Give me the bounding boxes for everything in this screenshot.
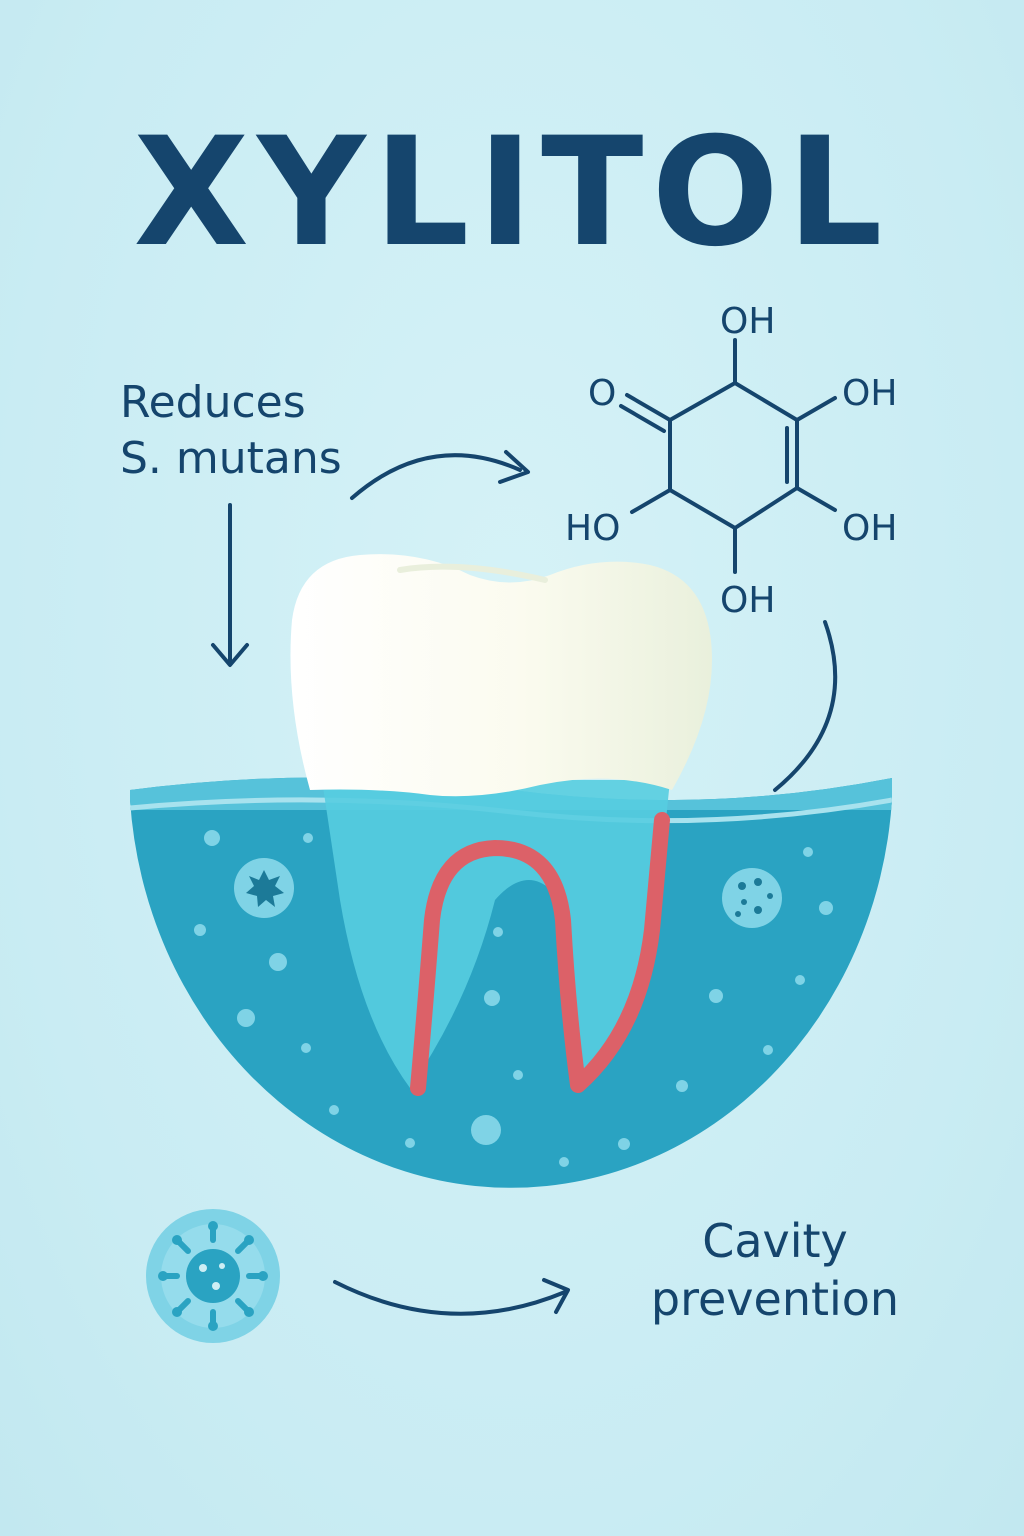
virus-icon [146, 1209, 280, 1343]
page-title: XYLITOL [133, 106, 891, 280]
molecule-oh-top: OH [720, 301, 775, 342]
arrow-icon [333, 1278, 570, 1316]
molecule-carbonyl-o: O [588, 373, 616, 414]
effect-label-line1: Reduces [120, 377, 306, 428]
outcome-label-line2: prevention [650, 1272, 900, 1326]
molecule-oh-lower-right: OH [842, 508, 897, 549]
bacteria-icon [722, 868, 782, 928]
molecule-ho-lower-left: HO [565, 508, 620, 549]
outcome-label: Cavity prevention [630, 1212, 920, 1328]
tooth-root [322, 780, 670, 1088]
molecule-structure: OH O OH HO OH OH [565, 301, 897, 621]
saliva-particles [194, 830, 833, 1167]
connector-line [773, 620, 838, 792]
effect-label: Reduces S. mutans [120, 375, 380, 487]
molecule-oh-bottom: OH [720, 580, 775, 621]
molecule-oh-upper-right: OH [842, 373, 897, 414]
down-arrow-icon [211, 503, 249, 667]
tooth-pulp [410, 812, 670, 1096]
bacteria-icon [234, 858, 294, 918]
outcome-label-line1: Cavity [702, 1214, 848, 1268]
tooth-icon [290, 554, 712, 797]
effect-label-line2: S. mutans [120, 433, 342, 484]
arrow-icon [350, 450, 530, 500]
